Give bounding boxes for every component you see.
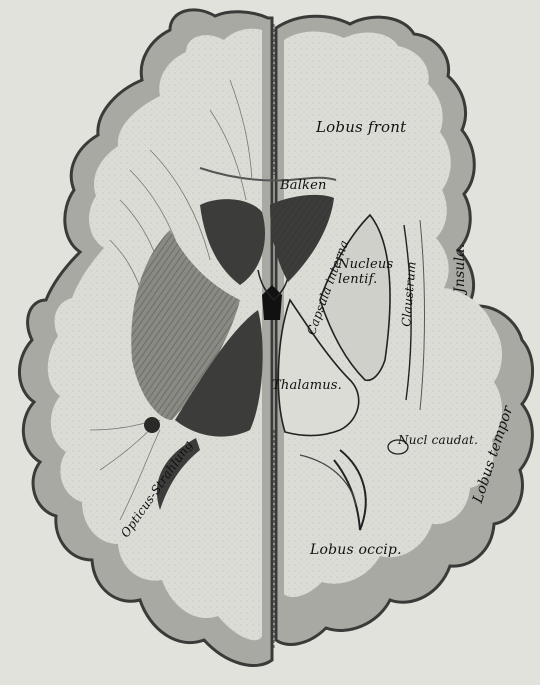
label-insula: Jnsula. — [452, 243, 468, 293]
label-balken: Balken — [280, 178, 327, 193]
label-lobus-occip: Lobus occip. — [310, 542, 402, 558]
left-lateral-geniculate — [144, 417, 160, 433]
label-nucl-caudat: Nucl caudat. — [398, 433, 478, 447]
label-nucleus-lentif: Nucleus lentif. — [338, 257, 393, 287]
label-thalamus: Thalamus. — [272, 378, 342, 393]
label-lobus-front: Lobus front — [316, 118, 406, 136]
